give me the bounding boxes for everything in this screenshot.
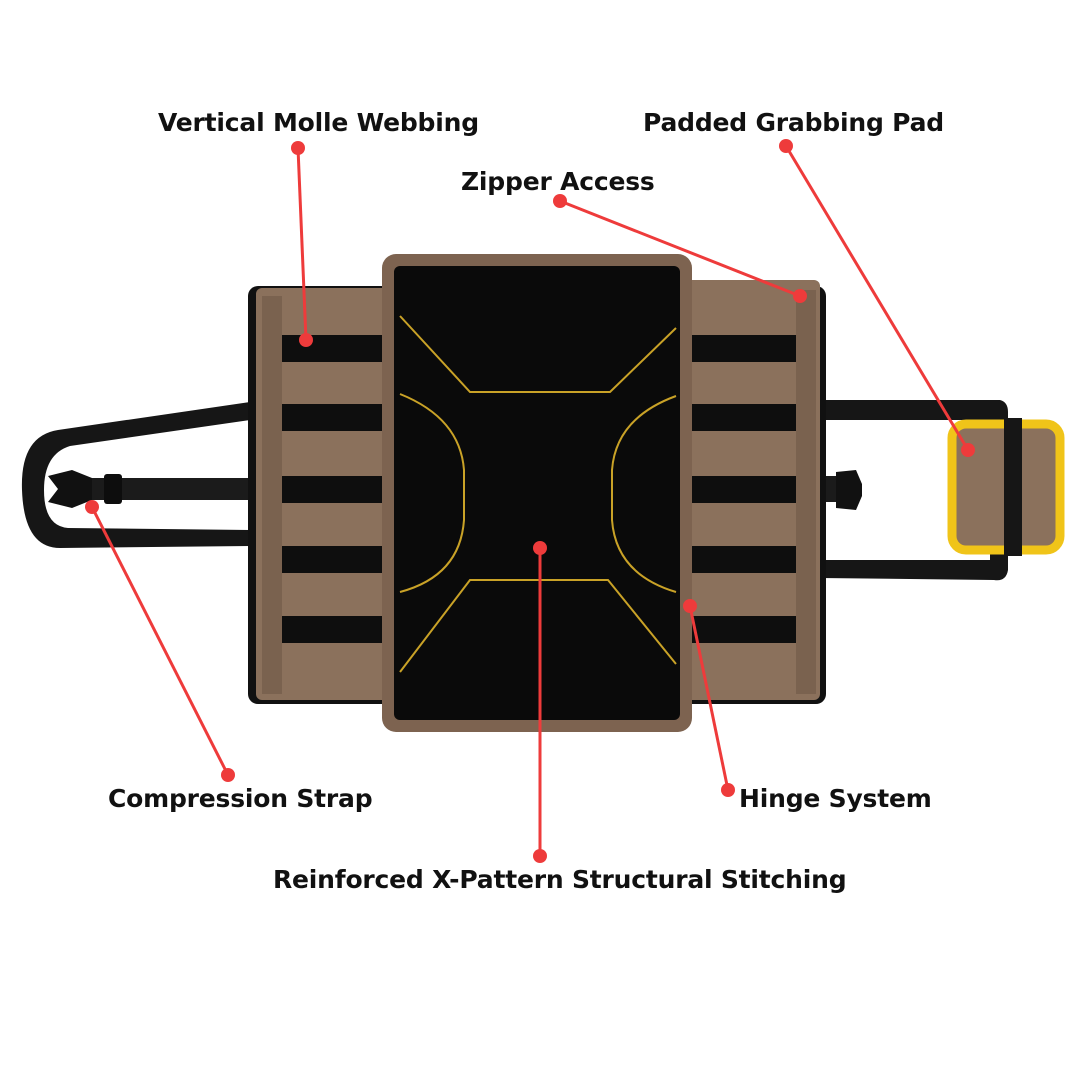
molle-webbing-right [682, 335, 796, 643]
grab-pad [947, 418, 1065, 556]
label-x-pattern-stitching: Reinforced X-Pattern Structural Stitchin… [273, 865, 847, 894]
label-hinge-system: Hinge System [739, 784, 932, 813]
callout-lines [90, 145, 970, 856]
center-panel [394, 266, 680, 720]
label-zipper-access: Zipper Access [461, 167, 655, 196]
buckle-right-icon [836, 470, 862, 510]
callout-dots [85, 139, 975, 863]
label-padded-grabbing-pad: Padded Grabbing Pad [643, 108, 944, 137]
buckle-left-icon [48, 470, 92, 508]
compression-strap-left [21, 402, 251, 548]
label-compression-strap: Compression Strap [108, 784, 373, 813]
compression-strap-right [808, 400, 1008, 581]
label-vertical-molle-webbing: Vertical Molle Webbing [158, 108, 479, 137]
